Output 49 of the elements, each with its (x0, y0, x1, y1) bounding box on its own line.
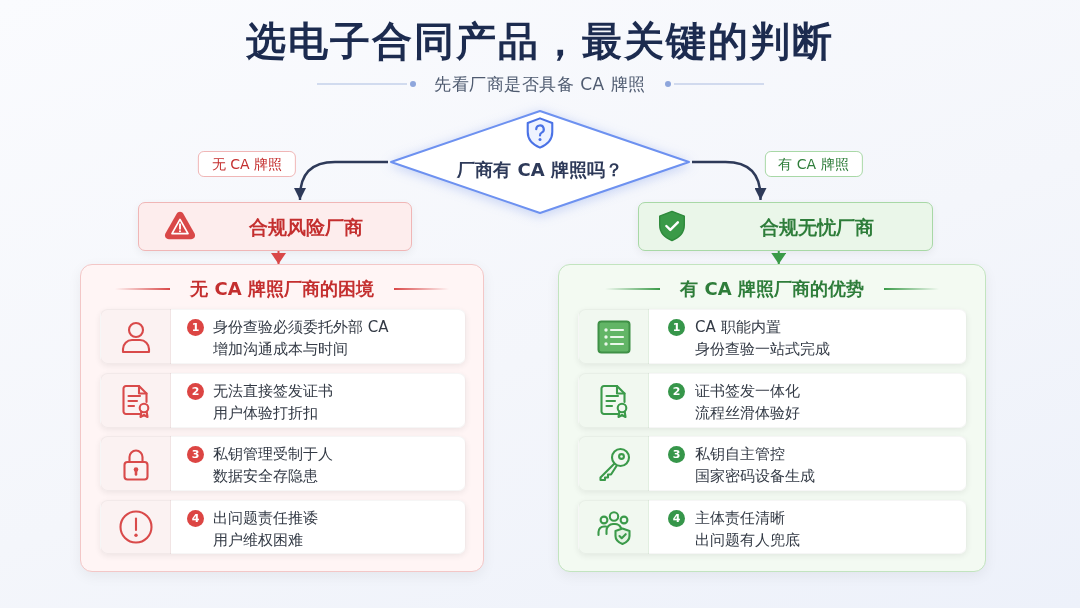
result-title: 合规无忧厂商 (759, 214, 874, 240)
edge-label: 无 CA 牌照 (197, 151, 297, 177)
item-title: 无法直接签发证书 (213, 381, 333, 402)
number-badge: 4 (668, 510, 685, 527)
item-title: CA 职能内置 (695, 317, 781, 338)
number-badge: 3 (187, 446, 204, 463)
subtitle: 先看厂商是否具备 CA 牌照 (434, 73, 646, 96)
item-title: 证书签发一体化 (695, 381, 800, 402)
item-text: 用户维权困难 (213, 530, 303, 551)
list-card (100, 309, 466, 364)
arrow (773, 250, 785, 265)
number-badge: 2 (668, 383, 685, 400)
item-text: 国家密码设备生成 (695, 466, 815, 487)
list-card (100, 373, 466, 428)
arrow (273, 250, 284, 265)
item-title: 私钥自主管控 (695, 444, 785, 465)
item-text: 身份查验一站式完成 (695, 339, 830, 360)
title: 选电子合同产品，最关键的判断 (246, 17, 834, 66)
number-badge: 3 (668, 446, 685, 463)
item-title: 出问题责任推诿 (213, 508, 318, 529)
number-badge: 1 (668, 319, 685, 336)
result-box (138, 202, 412, 251)
question-text: 厂商有 CA 牌照吗？ (457, 158, 623, 182)
item-text: 流程丝滑体验好 (695, 403, 800, 424)
number-badge: 2 (187, 383, 204, 400)
number-badge: 1 (187, 319, 204, 336)
item-text: 用户体验打折扣 (213, 403, 318, 424)
list-card (100, 436, 466, 491)
arrow (294, 160, 388, 200)
item-text: 出问题有人兜底 (695, 530, 800, 551)
arrow (692, 160, 767, 200)
list-card (578, 436, 967, 491)
list-card (100, 500, 466, 554)
panel-heading: 有 CA 牌照厂商的优势 (680, 277, 864, 301)
info-panel (80, 264, 484, 572)
item-title: 主体责任清晰 (695, 508, 785, 529)
info-panel (558, 264, 986, 572)
item-text: 数据安全存隐患 (213, 466, 318, 487)
number-badge: 4 (187, 510, 204, 527)
result-title: 合规风险厂商 (249, 214, 363, 240)
list-card (578, 373, 967, 428)
panel-heading: 无 CA 牌照厂商的困境 (190, 277, 374, 301)
list-card (578, 309, 967, 364)
result-box (638, 202, 933, 251)
item-text: 增加沟通成本与时间 (213, 339, 348, 360)
item-title: 身份查验必须委托外部 CA (213, 317, 389, 338)
edge-label: 有 CA 牌照 (764, 151, 863, 177)
list-card (578, 500, 967, 554)
item-title: 私钥管理受制于人 (213, 444, 333, 465)
